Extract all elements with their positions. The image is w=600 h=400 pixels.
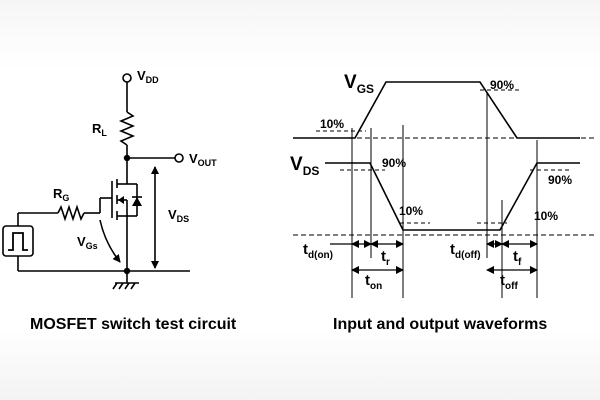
vdd-label: VDD	[137, 68, 159, 85]
test-circuit	[2, 73, 190, 290]
waveform-caption: Input and output waveforms	[333, 316, 548, 333]
waveform-labels: VGS VDS 10% 90% 90% 10% 90% 10% td(on) t…	[290, 72, 572, 292]
load-resistor	[118, 111, 136, 146]
vdd-terminal	[122, 73, 132, 83]
pulse-source	[2, 225, 34, 257]
tf-label: tf	[513, 248, 522, 268]
rl-label: RL	[92, 121, 107, 138]
vgs-waveform	[293, 81, 580, 139]
vgs-circuit-label: VGs	[77, 234, 98, 251]
vds-pct-high-left: 90%	[382, 156, 406, 170]
td-on-label: td(on)	[303, 241, 333, 261]
circuit-caption: MOSFET switch test circuit	[30, 316, 237, 333]
vout-label: VOUT	[189, 151, 217, 168]
rg-label: RG	[53, 186, 69, 203]
vds-pct-high-right: 90%	[548, 173, 572, 187]
vgs-pct-low: 10%	[320, 117, 344, 131]
vds-pct-low-right: 10%	[534, 209, 558, 223]
vds-wave-label: VDS	[290, 154, 319, 178]
waveform-diagram	[293, 81, 597, 298]
vgs-wave-label: VGS	[344, 72, 374, 96]
vout-terminal	[174, 153, 184, 163]
gate-resistor	[57, 204, 85, 222]
ground-symbol	[112, 282, 139, 290]
ton-label: ton	[365, 272, 382, 292]
vds-waveform	[325, 162, 580, 231]
vgs-arrow	[99, 219, 121, 263]
pulse-waveform	[8, 232, 28, 251]
vds-circuit-label: VDS	[168, 207, 189, 224]
vds-pct-low-left: 10%	[399, 204, 423, 218]
mosfet-symbol	[111, 179, 142, 220]
toff-label: toff	[500, 272, 518, 292]
td-off-label: td(off)	[450, 241, 481, 261]
circuit-labels: VDD RL VOUT RG VGs VDS	[53, 68, 217, 251]
tr-label: tr	[381, 248, 390, 268]
vgs-pct-high: 90%	[490, 78, 514, 92]
